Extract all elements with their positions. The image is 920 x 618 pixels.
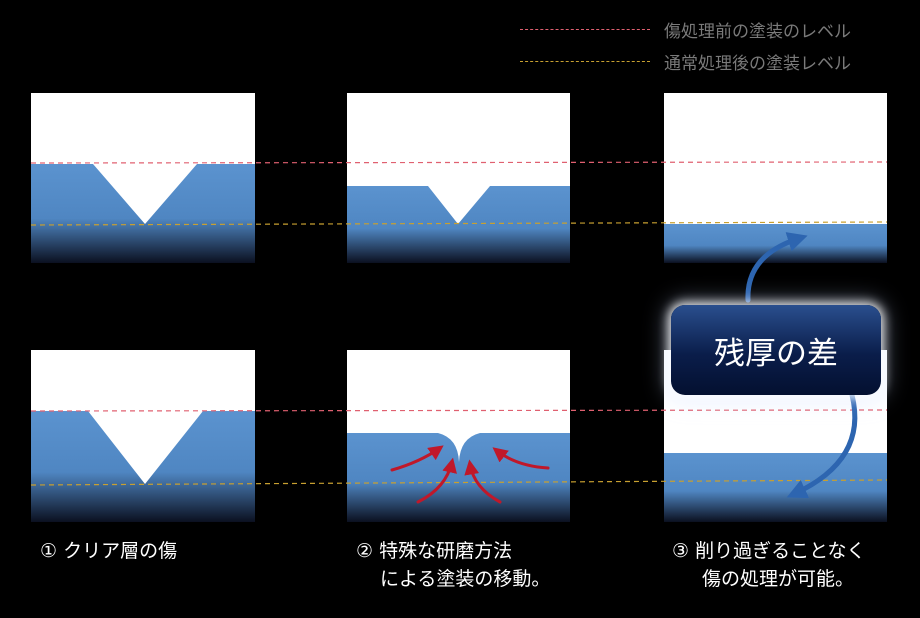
paint-layer [31, 164, 255, 263]
legend-item-before: 傷処理前の塗装のレベル [520, 17, 920, 42]
legend-label-before: 傷処理前の塗装のレベル [664, 21, 851, 42]
caption-step-1: ① クリア層の傷 [40, 537, 177, 565]
legend-item-after: 通常処理後の塗装レベル [520, 49, 920, 74]
after-level-line [30, 479, 888, 486]
caption-step-2-line-2: による塗装の移動。 [380, 568, 551, 590]
red-arrow-icon [416, 457, 457, 504]
panel-top-1 [31, 93, 255, 263]
panel-top-2 [347, 93, 570, 263]
legend-label-after: 通常処理後の塗装レベル [664, 53, 851, 74]
arrow-down-icon [786, 392, 858, 499]
paint-layer [664, 453, 887, 522]
arrow-up-icon [745, 232, 808, 303]
caption-step-2: ② 特殊な研磨方法 による塗装の移動。 [356, 537, 550, 593]
panel-bottom-1 [31, 350, 255, 522]
legend-swatch-after [520, 60, 650, 62]
caption-step-3: ③ 削り過ぎることなく 傷の処理が可能。 [672, 537, 866, 593]
callout-label: 残厚の差 [714, 335, 838, 372]
paint-layer [347, 433, 570, 522]
red-arrow-icon [492, 447, 550, 470]
before-level-line [30, 161, 888, 164]
red-arrow-icon [390, 445, 444, 472]
caption-step-1-line-1: ① クリア層の傷 [40, 540, 178, 562]
paint-layer [347, 186, 570, 263]
panel-bottom-2 [347, 350, 570, 522]
thickness-difference-callout: 残厚の差 [671, 305, 881, 395]
paint-layer [664, 224, 887, 263]
before-level-line [30, 409, 888, 412]
caption-step-3-line-2: 傷の処理が可能。 [702, 568, 855, 590]
paint-movement-arrows [390, 445, 550, 504]
panel-top-3 [664, 93, 887, 263]
paint-layer [31, 411, 255, 522]
red-arrow-icon [464, 459, 502, 504]
legend-swatch-before [520, 28, 650, 30]
caption-step-2-line-1: ② 特殊な研磨方法 [356, 540, 513, 562]
caption-step-3-line-1: ③ 削り過ぎることなく [672, 540, 866, 562]
after-level-line [30, 221, 888, 226]
